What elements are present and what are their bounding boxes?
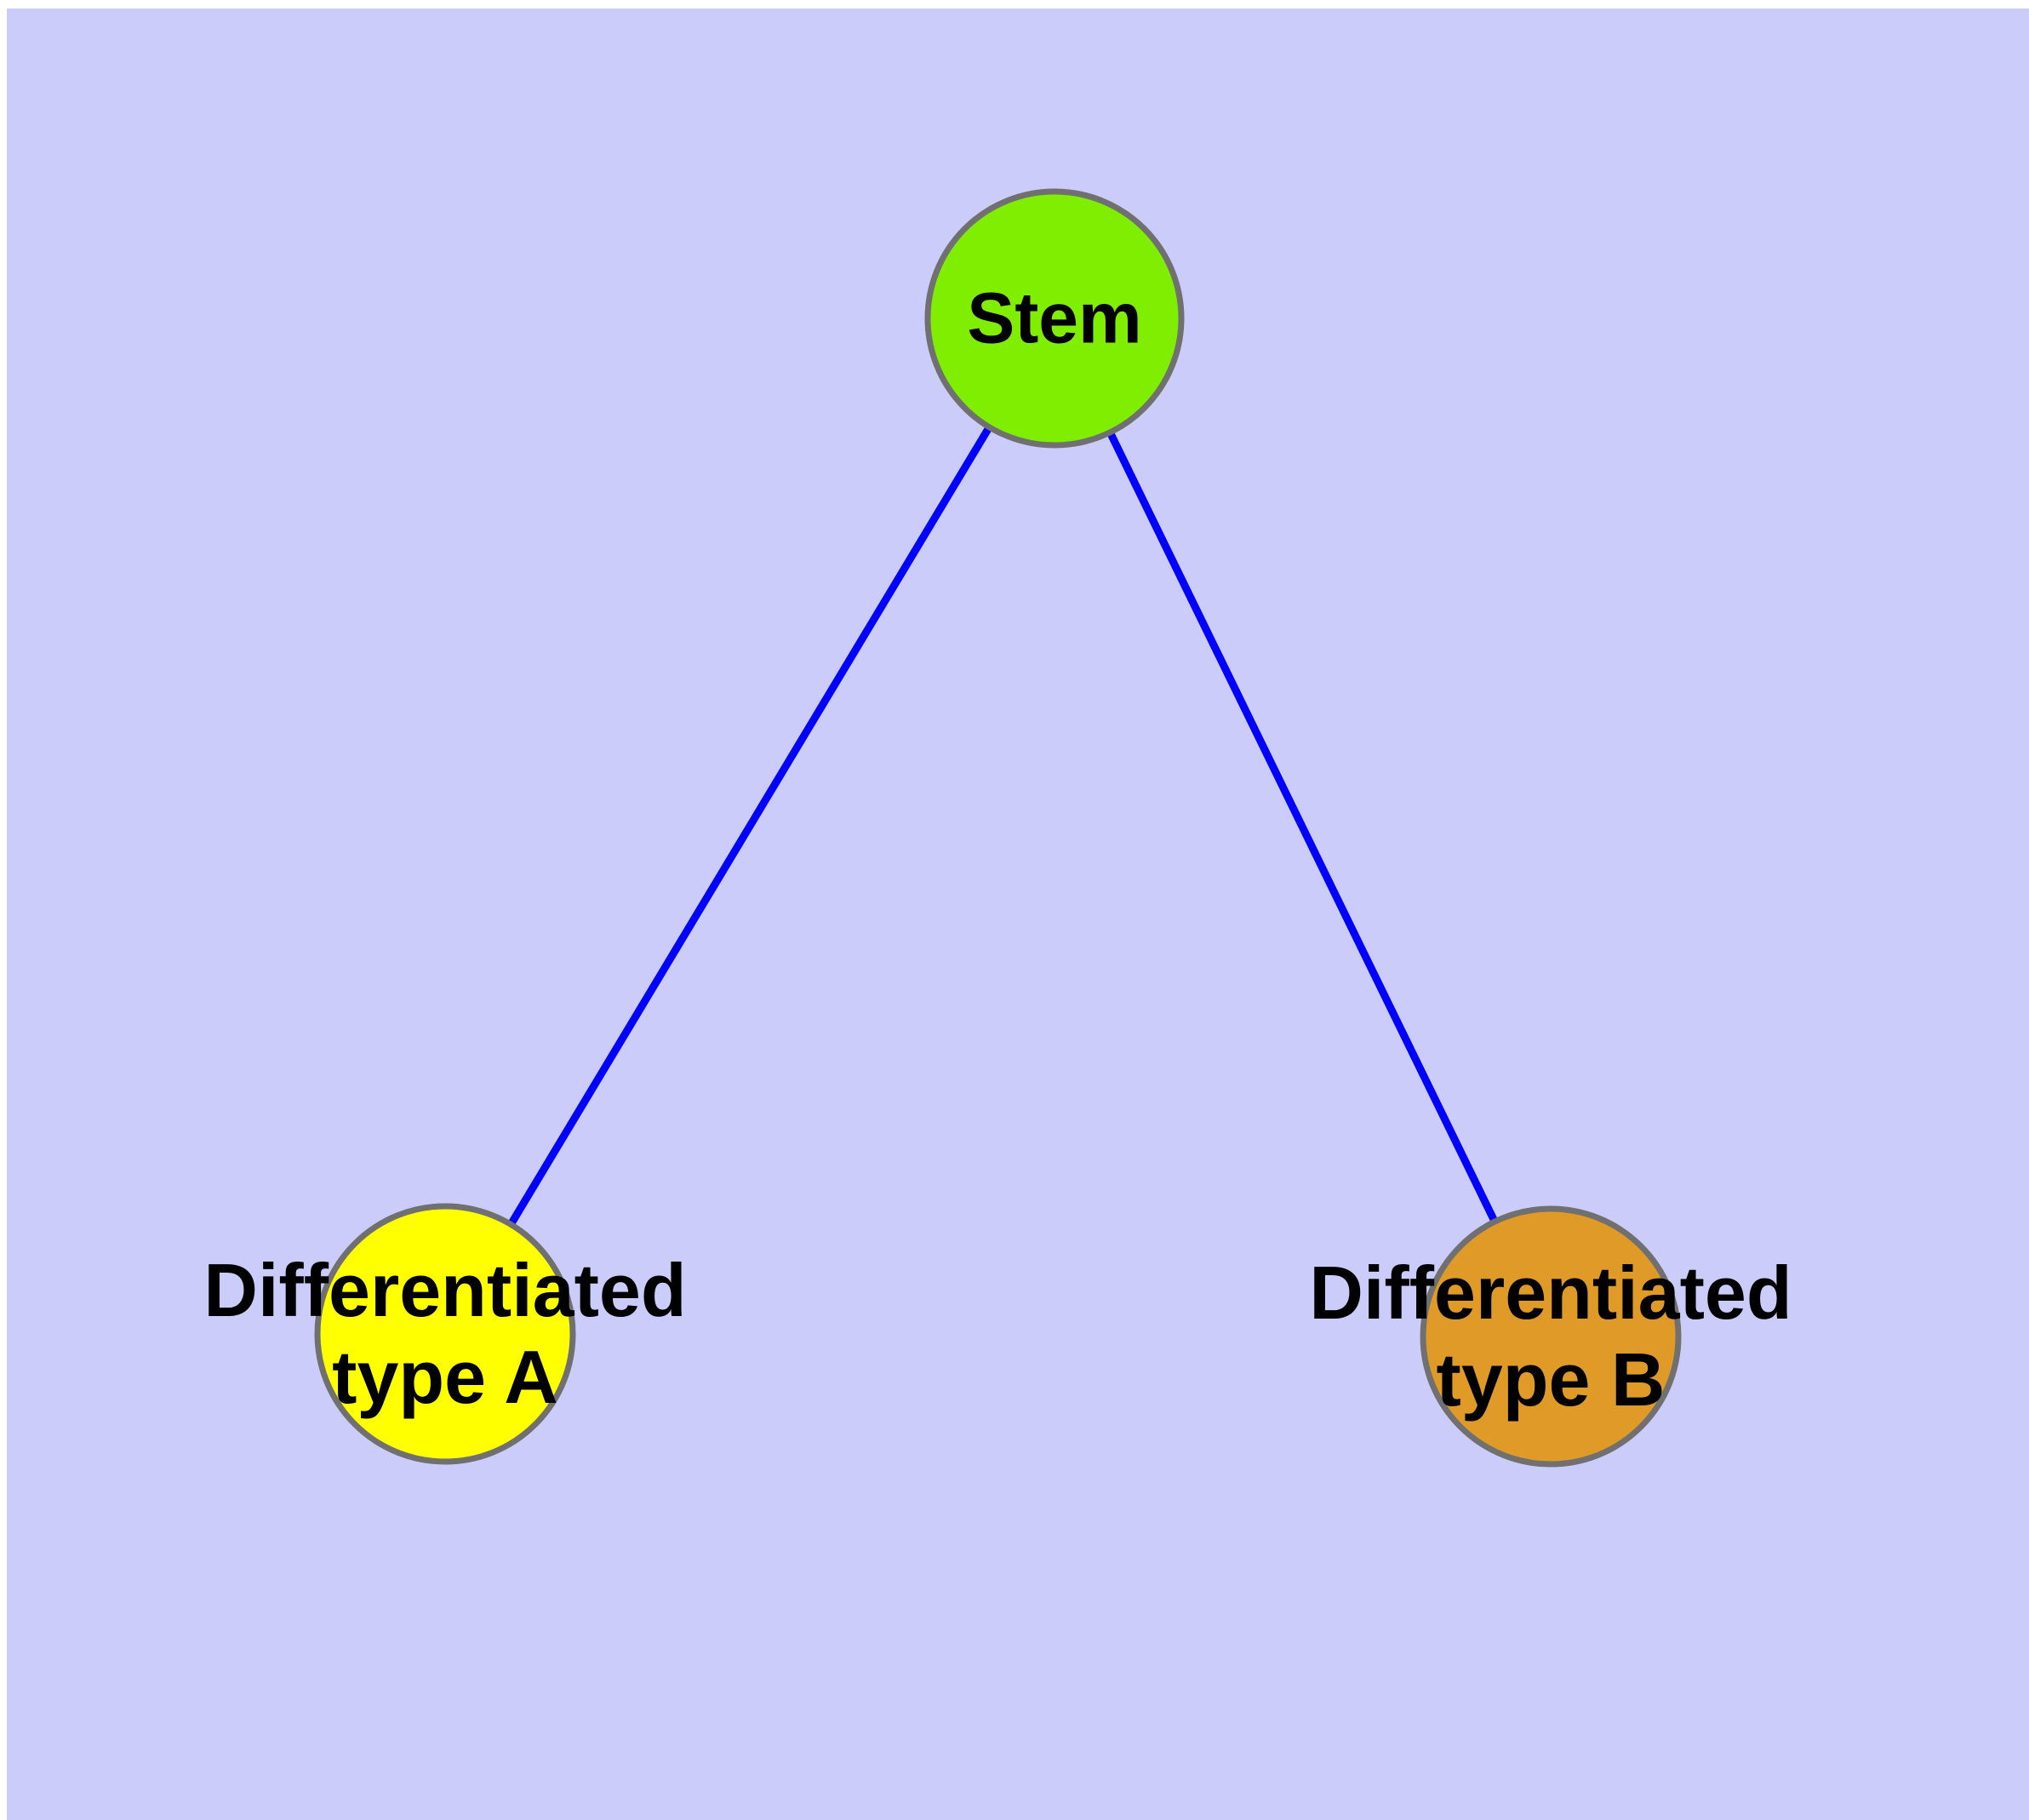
node-diff_b[interactable] bbox=[1420, 1205, 1682, 1468]
edge-stem-to-diff-a[interactable] bbox=[442, 316, 1058, 1336]
node-stem[interactable] bbox=[924, 188, 1185, 449]
nodes-group bbox=[314, 188, 1682, 1468]
edges-group bbox=[442, 316, 1555, 1338]
edge-stem-to-diff-b[interactable] bbox=[1050, 317, 1555, 1338]
node-diff_a[interactable] bbox=[314, 1203, 576, 1465]
